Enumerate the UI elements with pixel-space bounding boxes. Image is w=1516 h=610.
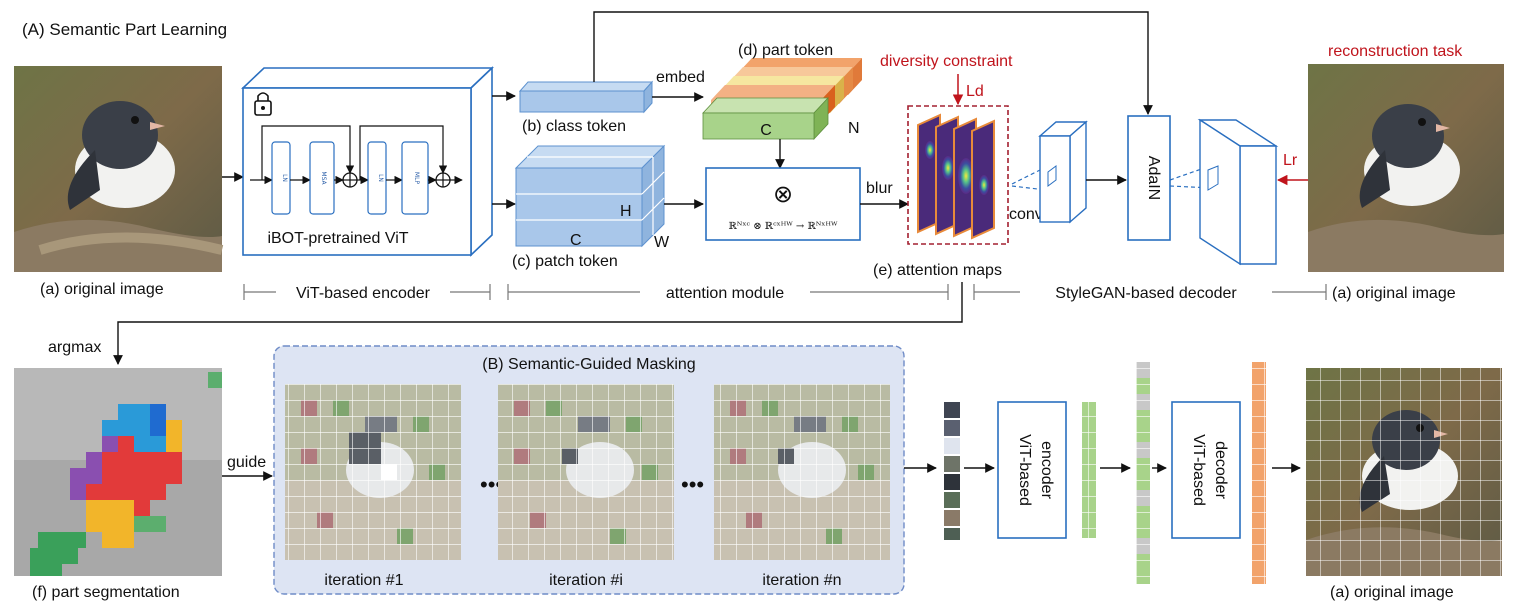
range-stylegan-decoder xyxy=(973,284,1327,300)
attention-maps-box xyxy=(907,105,1009,245)
stylegan-range-label: StyleGAN-based decoder xyxy=(1055,285,1237,302)
decoder-cube xyxy=(1197,118,1279,266)
embed-label: embed xyxy=(656,69,705,86)
conv-label: conv xyxy=(1009,206,1043,223)
ld-label: Ld xyxy=(966,83,984,100)
vit-encoder-text-1: ViT-based xyxy=(1016,434,1033,506)
iteration-i-label: iteration #i xyxy=(549,572,623,589)
part-segmentation-label: (f) part segmentation xyxy=(32,584,180,601)
reconstructed-image xyxy=(1306,368,1502,576)
ibot-label: iBOT-pretrained ViT xyxy=(267,230,408,247)
part-token-stack xyxy=(702,58,862,141)
reconstruction-task-label: reconstruction task xyxy=(1328,43,1463,60)
vit-encoder-text-2: encoder xyxy=(1038,441,1055,499)
patch-token-cube xyxy=(514,144,666,248)
visible-patch-column xyxy=(944,402,960,540)
iteration-n-label: iteration #n xyxy=(762,572,841,589)
iteration-1-image xyxy=(285,384,461,560)
adain-label: AdaIN xyxy=(1145,156,1162,200)
lock-icon xyxy=(254,92,272,116)
adain-box xyxy=(1127,115,1171,241)
attention-op-box xyxy=(705,167,861,241)
iteration-n-image xyxy=(714,384,890,560)
argmax-label: argmax xyxy=(48,339,101,356)
part-segmentation-image xyxy=(14,368,222,576)
vit-encoder-range-label: ViT-based encoder xyxy=(296,285,431,302)
otimes-symbol: ⊗ xyxy=(773,181,793,208)
class-token-label: (b) class token xyxy=(522,118,626,135)
attention-module-range-label: attention module xyxy=(666,285,784,302)
attention-maps-label: (e) attention maps xyxy=(873,262,1002,279)
section-a-title: (A) Semantic Part Learning xyxy=(22,20,227,39)
vit-decoder-box xyxy=(1171,401,1241,539)
transformer-block: LN MSA LN MLP xyxy=(250,125,463,215)
part-token-n: N xyxy=(848,120,860,137)
attention-formula: ℝᴺˣᶜ ⊗ ℝᶜˣᴴᵂ → ℝᴺˣᴴᵂ xyxy=(729,221,839,232)
vit-encoder-box xyxy=(997,401,1067,539)
original-image-label-bottom: (a) original image xyxy=(1330,584,1454,601)
dots-1: ••• xyxy=(480,472,503,497)
iteration-i-image xyxy=(498,384,674,560)
msa-label: MSA xyxy=(320,171,327,185)
range-vit-encoder xyxy=(243,284,491,300)
part-token-label: (d) part token xyxy=(738,42,833,59)
conv-cube xyxy=(1038,120,1088,224)
section-b-title: (B) Semantic-Guided Masking xyxy=(482,356,695,373)
original-image-left xyxy=(14,66,224,272)
vit-decoder-text-2: decoder xyxy=(1212,441,1229,499)
blur-label: blur xyxy=(866,180,893,197)
iteration-1-label: iteration #1 xyxy=(324,572,403,589)
range-attention-module xyxy=(507,284,949,300)
lr-label: Lr xyxy=(1283,152,1298,169)
mlp-label: MLP xyxy=(413,172,420,185)
patch-token-c: C xyxy=(570,232,582,249)
patch-token-h: H xyxy=(620,203,632,220)
ln-label-1: LN xyxy=(281,174,288,182)
patch-token-w: W xyxy=(654,234,670,251)
original-image-label-left: (a) original image xyxy=(40,281,164,298)
original-image-right xyxy=(1308,64,1504,272)
class-token xyxy=(518,80,654,114)
mixed-token-column xyxy=(1136,362,1150,584)
ln-label-2: LN xyxy=(377,174,384,182)
decoded-token-column xyxy=(1252,362,1266,584)
part-token-c: C xyxy=(760,122,772,139)
dots-2: ••• xyxy=(681,472,704,497)
attention-maps-stack xyxy=(917,113,995,240)
original-image-label-right-top: (a) original image xyxy=(1332,285,1456,302)
guide-label: guide xyxy=(227,454,266,471)
patch-token-label: (c) patch token xyxy=(512,253,618,270)
vit-decoder-text-1: ViT-based xyxy=(1190,434,1207,506)
diversity-constraint-label: diversity constraint xyxy=(880,53,1013,70)
encoded-token-column xyxy=(1082,402,1096,538)
